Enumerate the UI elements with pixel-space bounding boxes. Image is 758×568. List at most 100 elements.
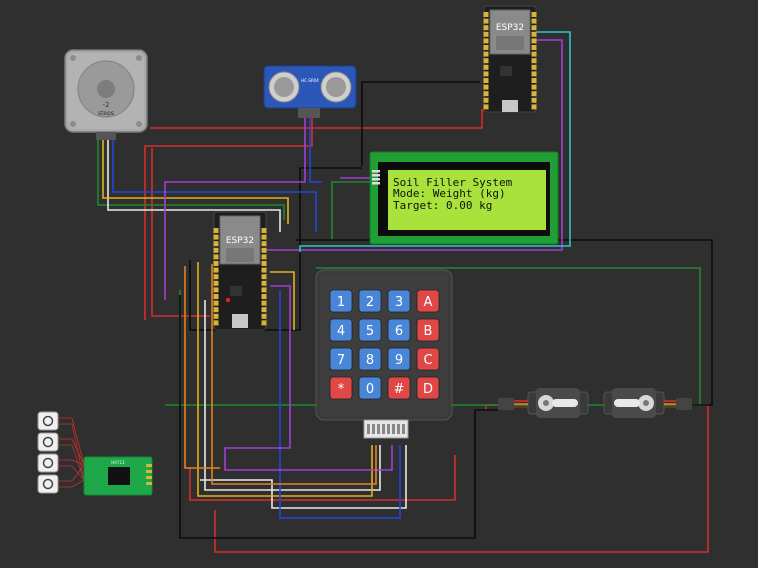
esp32-main-board[interactable]: ESP32 <box>213 211 267 331</box>
header-pin <box>261 287 267 293</box>
keypad-key-2[interactable]: 2 <box>358 289 382 313</box>
header-pin <box>483 12 489 17</box>
wire-green <box>331 181 372 240</box>
keypad-key-3[interactable]: 3 <box>387 289 411 313</box>
keypad-key-8[interactable]: 8 <box>358 347 382 371</box>
header-pin <box>213 241 219 247</box>
keypad-key-6[interactable]: 6 <box>387 318 411 342</box>
wire-red <box>214 404 709 553</box>
header-pin <box>531 45 537 50</box>
stepper-bolt <box>136 55 142 61</box>
keypad-key-label: # <box>394 382 405 397</box>
header-pin <box>261 254 267 260</box>
wire-red <box>144 118 313 320</box>
header-pin <box>261 313 267 319</box>
load-cell[interactable] <box>37 411 59 431</box>
wire-orange <box>184 266 220 469</box>
stepper-motor[interactable]: -2 steps <box>64 49 148 140</box>
header-pin <box>213 287 219 293</box>
header-pin <box>261 274 267 280</box>
lcd-pin <box>372 170 380 173</box>
esp32-top-board[interactable]: ESP32 <box>483 5 537 113</box>
lcd-pins <box>372 170 380 185</box>
keypad-key-D[interactable]: D <box>416 376 440 400</box>
wire-blue <box>112 140 317 232</box>
header-pin <box>531 84 537 90</box>
keypad-key-*[interactable]: * <box>329 376 353 400</box>
keypad-key-5[interactable]: 5 <box>358 318 382 342</box>
connector-pin <box>387 424 390 434</box>
keypad-key-0[interactable]: 0 <box>358 376 382 400</box>
load-cell[interactable] <box>37 432 59 452</box>
keypad-key-A[interactable]: A <box>416 289 440 313</box>
wire-yellow <box>270 271 295 330</box>
wire-red <box>151 148 210 317</box>
header-pin <box>483 71 489 77</box>
keypad-key-label: 7 <box>337 353 345 368</box>
header-pin <box>261 267 267 273</box>
connector-pin <box>382 424 385 434</box>
keypad-key-9[interactable]: 9 <box>387 347 411 371</box>
wire-blue <box>279 290 401 519</box>
ultrasonic-sensor[interactable]: HC-SR04 <box>263 65 357 118</box>
keypad-key-label: 8 <box>366 353 374 368</box>
header-pin <box>213 254 219 260</box>
servo-1-connector <box>498 398 514 410</box>
header-pin <box>483 84 489 90</box>
lcd-line-3: Target: 0.00 kg <box>393 199 492 212</box>
wire-red <box>189 455 456 501</box>
header-pin <box>213 267 219 273</box>
keypad-connector <box>363 419 409 439</box>
keypad-key-label: 9 <box>395 353 403 368</box>
header-pin <box>483 91 489 97</box>
keypad-key-label: 0 <box>366 382 374 397</box>
stepper-connector <box>96 132 116 140</box>
header-pin <box>261 280 267 286</box>
header-pin <box>261 234 267 240</box>
header-pin <box>483 45 489 50</box>
esp32-main-pins <box>213 228 267 326</box>
load-cell[interactable] <box>37 453 59 473</box>
stepper-bolt <box>136 121 142 127</box>
servo-2[interactable] <box>603 388 692 418</box>
keypad-key-label: 1 <box>337 295 345 310</box>
wire-red <box>150 109 492 129</box>
header-pin <box>483 51 489 57</box>
load-cell[interactable] <box>37 474 59 494</box>
keypad-key-label: * <box>338 382 345 397</box>
servo-1[interactable] <box>498 388 589 418</box>
header-pin <box>531 12 537 17</box>
keypad-key-7[interactable]: 7 <box>329 347 353 371</box>
header-pin <box>261 247 267 253</box>
keypad-key-4[interactable]: 4 <box>329 318 353 342</box>
connector-pin <box>367 424 370 434</box>
header-pin <box>531 64 537 70</box>
keypad-key-#[interactable]: # <box>387 376 411 400</box>
keypad-key-1[interactable]: 1 <box>329 289 353 313</box>
hx711-pin <box>146 482 152 485</box>
wire-blue <box>309 118 322 183</box>
ultrasonic-pins <box>298 108 320 118</box>
lcd-pin <box>372 178 380 181</box>
header-pin <box>531 78 537 83</box>
esp32-top-pins <box>483 12 537 110</box>
esp32-main-label: ESP32 <box>226 236 254 246</box>
stepper-shaft <box>97 80 115 98</box>
keypad-key-label: 3 <box>395 295 403 310</box>
keypad-key-C[interactable]: C <box>416 347 440 371</box>
header-pin <box>531 58 537 64</box>
keypad-key-label: A <box>424 295 433 310</box>
ultrasonic-label: HC-SR04 <box>301 78 319 83</box>
wire-white <box>107 140 281 232</box>
lcd-display[interactable]: Soil Filler System Mode: Weight (kg) Tar… <box>369 151 559 245</box>
wire-orange <box>211 264 377 485</box>
keypad-connector-pins <box>367 424 405 434</box>
lcd-line-2: Mode: Weight (kg) <box>393 187 506 200</box>
header-pin <box>213 313 219 319</box>
lcd-pin <box>372 174 380 177</box>
keypad-key-B[interactable]: B <box>416 318 440 342</box>
header-pin <box>483 38 489 44</box>
hx711-module[interactable]: HX711 <box>83 456 153 496</box>
keypad-key-label: D <box>423 382 433 397</box>
header-pin <box>483 31 489 37</box>
